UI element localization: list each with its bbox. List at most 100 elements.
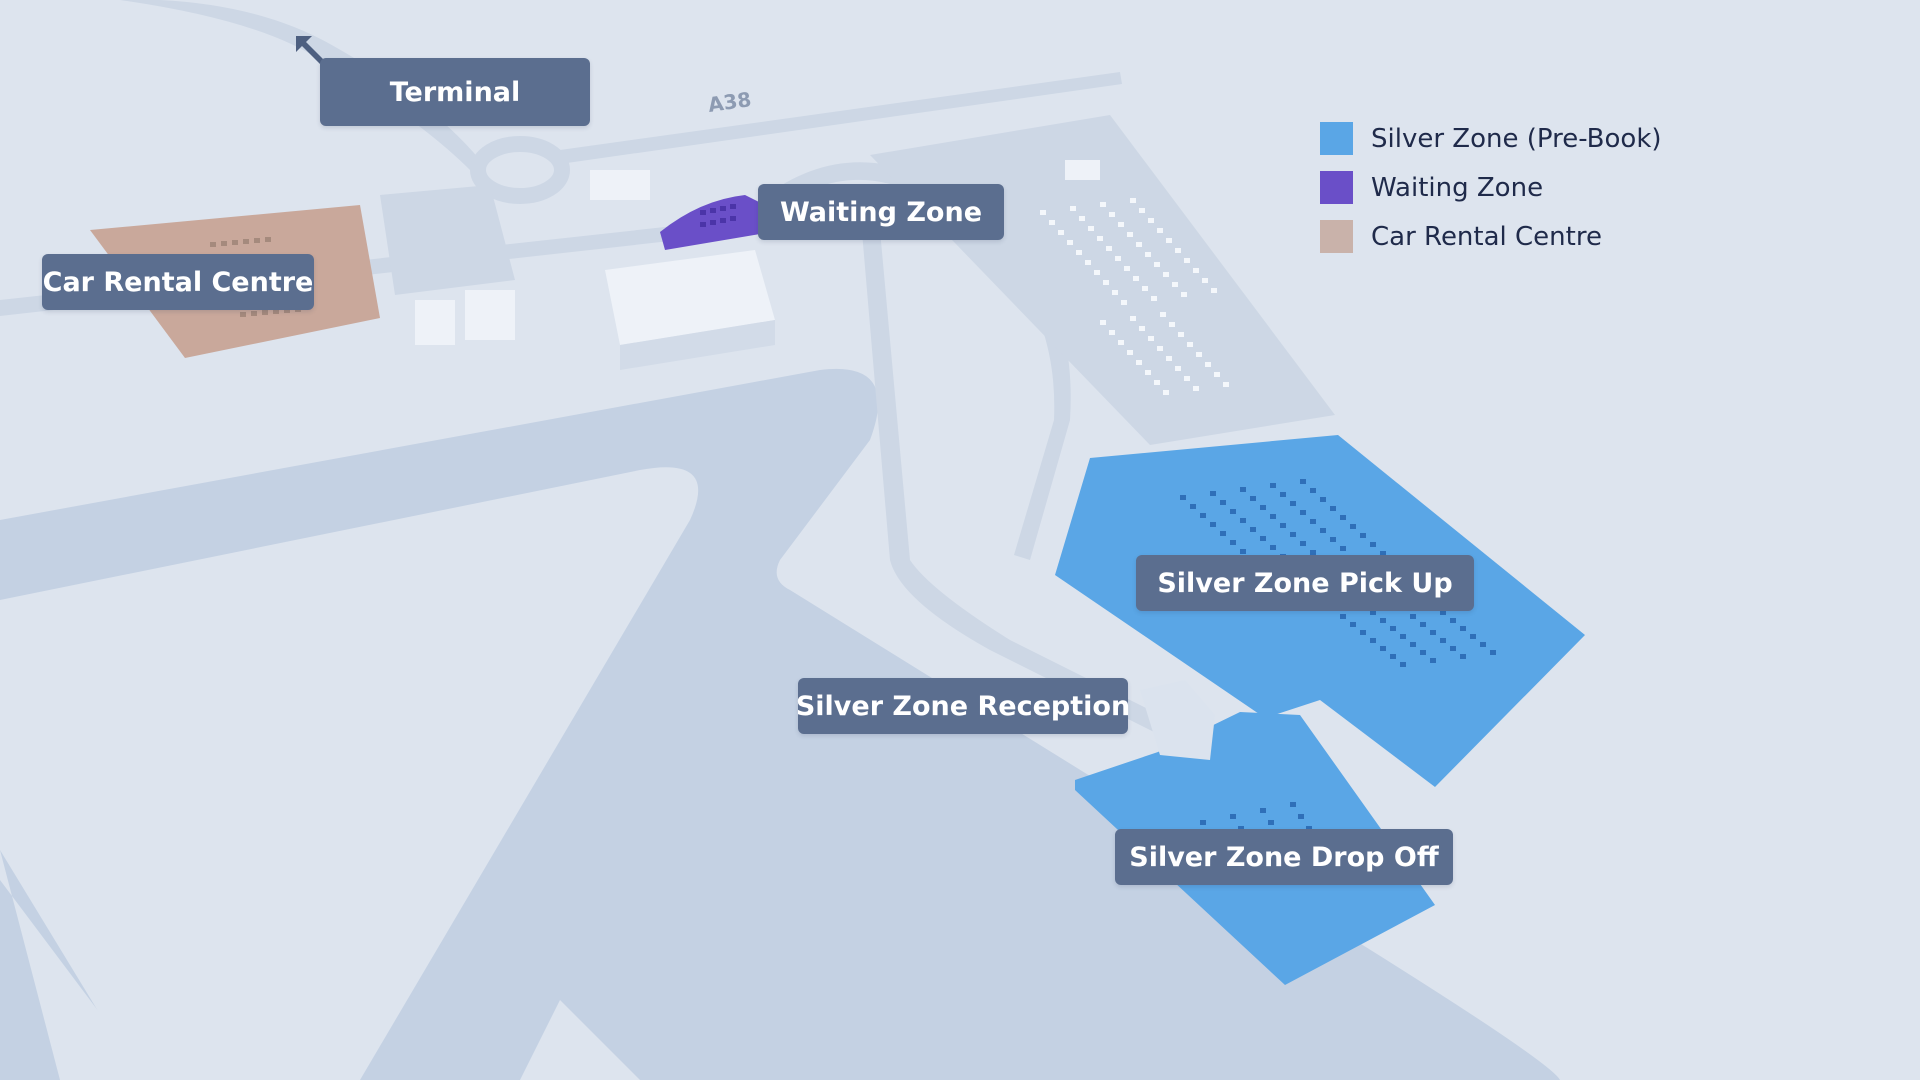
car-marker [1200,820,1206,825]
car-marker [1142,286,1148,291]
car-marker [1270,514,1276,519]
car-marker [1178,332,1184,337]
car-marker [1124,266,1130,271]
car-marker [1151,296,1157,301]
car-marker [1214,372,1220,377]
car-marker [1330,506,1336,511]
car-marker [273,309,279,314]
car-marker [1184,258,1190,263]
car-marker [1230,540,1236,545]
car-marker [1430,630,1436,635]
car-marker [1450,618,1456,623]
car-marker [1310,550,1316,555]
car-marker [1290,532,1296,537]
car-marker [265,237,271,242]
label-silver-zone-pick-up: Silver Zone Pick Up [1136,555,1474,611]
car-marker [1340,546,1346,551]
car-marker [243,239,249,244]
car-marker [1240,549,1246,554]
car-marker [1360,533,1366,538]
car-marker [1370,610,1376,615]
a38-road [560,72,1122,164]
car-marker [1136,242,1142,247]
car-marker [1187,342,1193,347]
car-marker [1145,370,1151,375]
car-marker [1340,515,1346,520]
car-marker [1130,198,1136,203]
small-building-2 [465,290,515,340]
car-marker [1400,662,1406,667]
taxiway [0,850,150,1080]
car-marker [1157,346,1163,351]
car-marker [1058,230,1064,235]
parking-kiosk [1065,160,1100,180]
car-marker [1163,272,1169,277]
legend-item-car-rental-centre: Car Rental Centre [1320,212,1662,261]
silver-zone-reception-building [1140,680,1215,760]
car-marker [700,210,706,215]
label-car-rental-centre: Car Rental Centre [42,254,314,310]
car-marker [1121,300,1127,305]
car-marker [1181,292,1187,297]
car-marker [700,222,706,227]
car-marker [1490,650,1496,655]
car-marker [1166,238,1172,243]
car-marker [1350,524,1356,529]
car-marker [1390,626,1396,631]
car-marker [1260,505,1266,510]
car-marker [1306,826,1312,831]
car-marker [1148,218,1154,223]
car-marker [1230,509,1236,514]
car-marker [1450,646,1456,651]
car-marker [1133,276,1139,281]
car-marker [1310,488,1316,493]
car-marker [232,240,238,245]
car-marker [1100,320,1106,325]
car-marker [1049,220,1055,225]
legend-label: Car Rental Centre [1371,221,1602,252]
car-marker [1250,496,1256,501]
car-marker [1390,654,1396,659]
car-marker [1160,312,1166,317]
car-marker [1420,622,1426,627]
car-marker [1145,252,1151,257]
loop-road [760,162,1071,561]
car-marker [1260,536,1266,541]
car-marker [1205,362,1211,367]
car-marker [1040,210,1046,215]
car-marker [1085,260,1091,265]
car-marker [1223,382,1229,387]
label-terminal: Terminal [320,58,590,126]
grass-patch [520,1000,640,1080]
car-marker [1088,226,1094,231]
car-marker [1202,278,1208,283]
car-marker [720,218,726,223]
hangar-building-side [620,320,775,370]
car-marker [1410,614,1416,619]
car-marker [1127,232,1133,237]
car-marker [1470,634,1476,639]
car-marker [1106,246,1112,251]
label-waiting-zone: Waiting Zone [758,184,1004,240]
car-marker [1070,206,1076,211]
car-marker [1300,510,1306,515]
car-marker [1163,390,1169,395]
car-marker [1109,212,1115,217]
car-marker [1097,236,1103,241]
car-marker [1166,356,1172,361]
legend-swatch-silver-zone [1320,122,1353,155]
car-marker [1370,542,1376,547]
car-marker [284,308,290,313]
car-marker [1410,642,1416,647]
car-marker [1280,523,1286,528]
short-stay-parking-area [380,185,515,295]
main-access-road [862,230,1250,775]
car-marker [1480,642,1486,647]
car-marker [1330,537,1336,542]
car-marker [1280,492,1286,497]
hangar-building [605,250,775,345]
car-marker [1238,826,1244,831]
car-marker [1169,322,1175,327]
apron-area [0,467,699,1080]
